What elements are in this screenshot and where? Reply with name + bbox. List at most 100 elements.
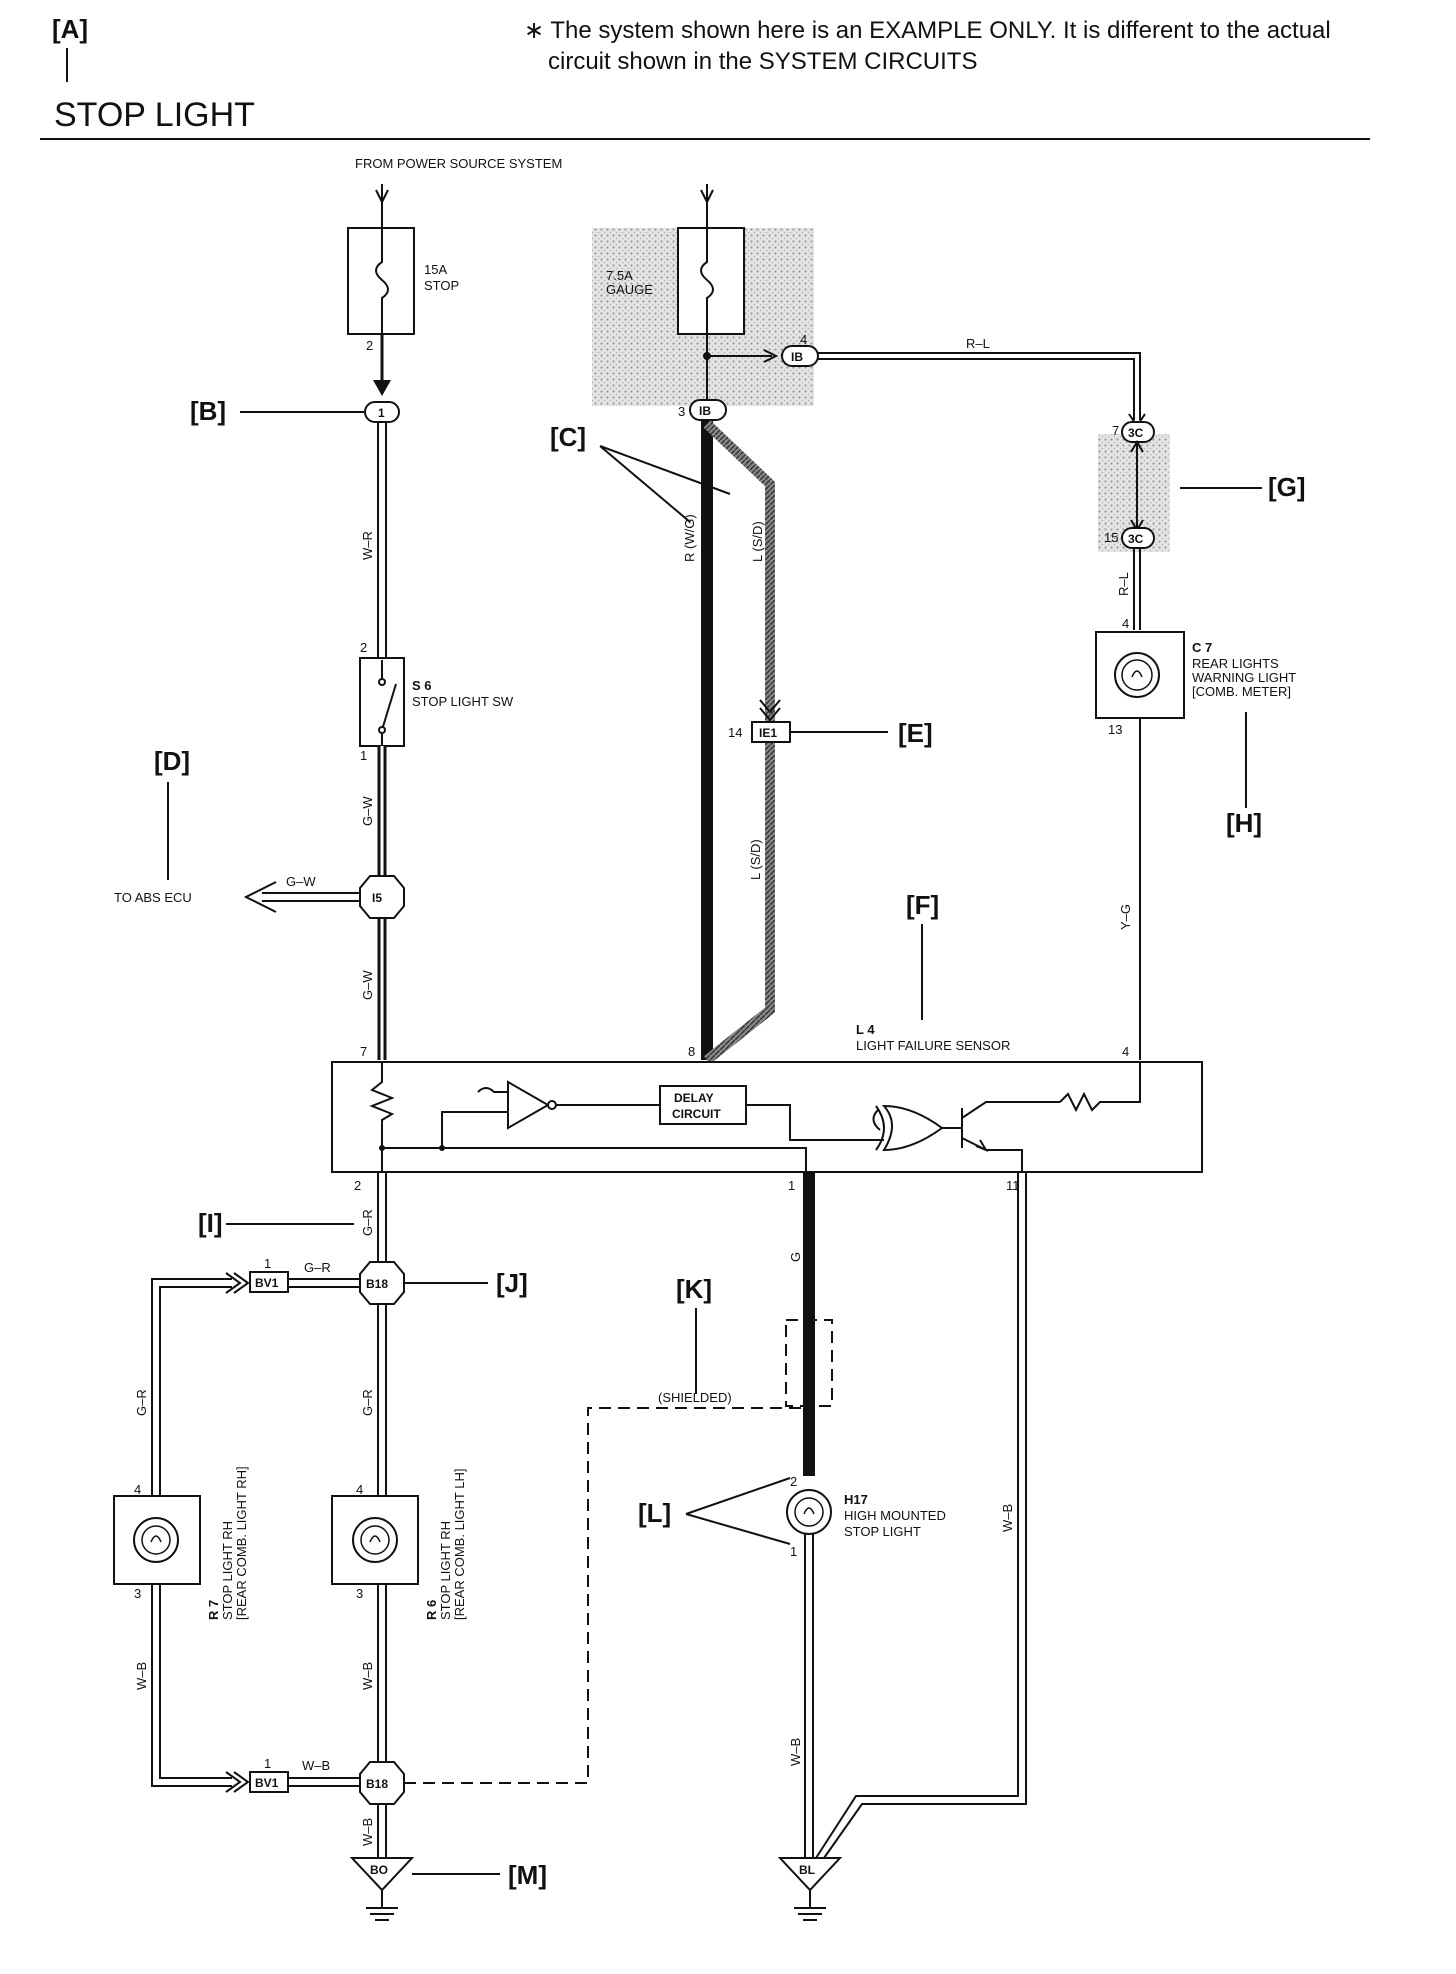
- junction-b18-bottom: [359, 1761, 405, 1805]
- male-terminal-arrow: [373, 380, 391, 396]
- junction-b18-bottom-label: B18: [366, 1777, 388, 1791]
- c7-pin-bottom: 13: [1108, 722, 1122, 737]
- c7-line2: WARNING LIGHT: [1192, 670, 1296, 685]
- sensor-resistor-icon: [369, 1062, 395, 1148]
- ib-top-pin: 4: [800, 332, 807, 347]
- connector-bv1-top: [249, 1271, 289, 1293]
- wire-label-g-r-3: G–R: [134, 1389, 149, 1416]
- ib-top-arrow: [763, 349, 779, 363]
- fuse-stop-element: [375, 228, 389, 334]
- gate-input-mark: [872, 1109, 881, 1131]
- shield-drain-wire: [404, 1407, 808, 1784]
- fuse-stop-pin: 2: [366, 338, 373, 353]
- r7-filament: [150, 1535, 162, 1543]
- ground-bl-label: BL: [799, 1863, 815, 1877]
- wire-label-g-w-abs: G–W: [286, 874, 316, 889]
- r7-bulb-inner: [141, 1525, 171, 1555]
- page-title: STOP LIGHT: [54, 96, 255, 134]
- wire-label-y-g: Y–G: [1118, 904, 1133, 930]
- connector-ib-top-label: IB: [791, 350, 803, 364]
- l4-name: LIGHT FAILURE SENSOR: [856, 1038, 1010, 1053]
- switch-terminal-top: [378, 678, 386, 686]
- c7-line1: REAR LIGHTS: [1192, 656, 1279, 671]
- s6-pin-top: 2: [360, 640, 367, 655]
- c7-line3: [COMB. METER]: [1192, 684, 1291, 699]
- wire-label-l-sd-2: L (S/D): [748, 839, 763, 880]
- comparator-icon: [507, 1080, 551, 1130]
- fuse-gauge: [677, 227, 745, 335]
- bv1-top-pin: 1: [264, 1256, 271, 1271]
- transistor-icon: [942, 1101, 1060, 1172]
- ground-bl-icon: [794, 1890, 826, 1921]
- h17-line2: STOP LIGHT: [844, 1524, 921, 1539]
- callout-b: [B]: [190, 396, 226, 426]
- callout-d: [D]: [154, 746, 190, 776]
- connector-3c-bottom: [1121, 527, 1155, 549]
- fuse-stop-rating: 15A: [424, 262, 447, 277]
- warning-bulb-filament: [1131, 670, 1143, 678]
- r6-pin-bottom: 3: [356, 1586, 363, 1601]
- 3c-link-arrow-up: [1130, 440, 1144, 453]
- shielded-label: (SHIELDED): [658, 1390, 732, 1405]
- fuse-gauge-name: GAUGE: [606, 282, 653, 297]
- sensor-comparator-input: [441, 1111, 508, 1148]
- callout-j: [J]: [496, 1268, 528, 1298]
- to-abs-label: TO ABS ECU: [114, 890, 192, 905]
- power-arrow-right: [700, 184, 714, 228]
- wire-g-r-1: [377, 1172, 387, 1262]
- wire-r-l-top: [818, 352, 1141, 420]
- r6-bulb-inner: [360, 1525, 390, 1555]
- connector-ib-top: [781, 345, 819, 367]
- ground-bo-label: BO: [370, 1863, 388, 1877]
- callout-f: [F]: [906, 890, 939, 920]
- h17-bulb-inner: [794, 1497, 824, 1527]
- wire-label-w-b-2: W–B: [302, 1758, 330, 1773]
- r7-bulb-icon: [133, 1517, 179, 1563]
- ground-bo-icon: [366, 1890, 398, 1921]
- c7-code: C 7: [1192, 640, 1212, 655]
- power-arrow-left: [375, 184, 389, 228]
- wire-w-r: [377, 422, 387, 660]
- wire-label-g-r-2: G–R: [304, 1260, 331, 1275]
- callout-k: [K]: [676, 1274, 712, 1304]
- h17-pin-bottom: 1: [790, 1544, 797, 1559]
- callout-m: [M]: [508, 1860, 547, 1890]
- r7-line1: STOP LIGHT RH: [220, 1521, 235, 1620]
- warning-bulb-inner: [1121, 659, 1153, 691]
- wire-l-sd-1: [703, 420, 775, 722]
- callout-c-leader: [599, 445, 731, 523]
- connector-1-label: 1: [378, 406, 385, 420]
- callout-i: [I]: [198, 1208, 223, 1238]
- callout-g: [G]: [1268, 472, 1306, 502]
- wire-w-b-4: [377, 1804, 387, 1858]
- s6-code: S 6: [412, 678, 432, 693]
- ie1-arrows: [759, 699, 781, 722]
- connector-bv1-bottom: [249, 1771, 289, 1793]
- h17-filament: [803, 1507, 815, 1515]
- xor-gate-mark: [875, 1105, 885, 1151]
- wire-w-b-5: [804, 1534, 814, 1858]
- r6-pin-top: 4: [356, 1482, 363, 1497]
- abs-arrow-head: [243, 881, 277, 913]
- delay-label-2: CIRCUIT: [672, 1107, 721, 1121]
- wire-label-r-l-top: R–L: [966, 336, 990, 351]
- callout-l: [L]: [638, 1498, 671, 1528]
- callout-c: [C]: [550, 422, 586, 452]
- r6-line1: STOP LIGHT RH: [438, 1521, 453, 1620]
- r7-pin-bottom: 3: [134, 1586, 141, 1601]
- connector-3c-top-label: 3C: [1128, 426, 1144, 440]
- junction-i5-label: I5: [372, 891, 382, 905]
- wire-label-g-w-1: G–W: [360, 796, 375, 826]
- wire-r-l-side: [1133, 548, 1141, 630]
- wire-g-r-3: [151, 1278, 232, 1496]
- wire-l-sd-2: [703, 740, 775, 1064]
- bv1-bottom-pin: 1: [264, 1756, 271, 1771]
- wire-label-g-r-4: G–R: [360, 1389, 375, 1416]
- transistor-emitter-arrow: [975, 1139, 989, 1153]
- ground-bo: [349, 1857, 415, 1892]
- callout-h: [H]: [1226, 808, 1262, 838]
- wire-w-b-3: [377, 1584, 387, 1762]
- connector-ie1-label: IE1: [759, 726, 777, 740]
- connector-3c-bottom-label: 3C: [1128, 532, 1144, 546]
